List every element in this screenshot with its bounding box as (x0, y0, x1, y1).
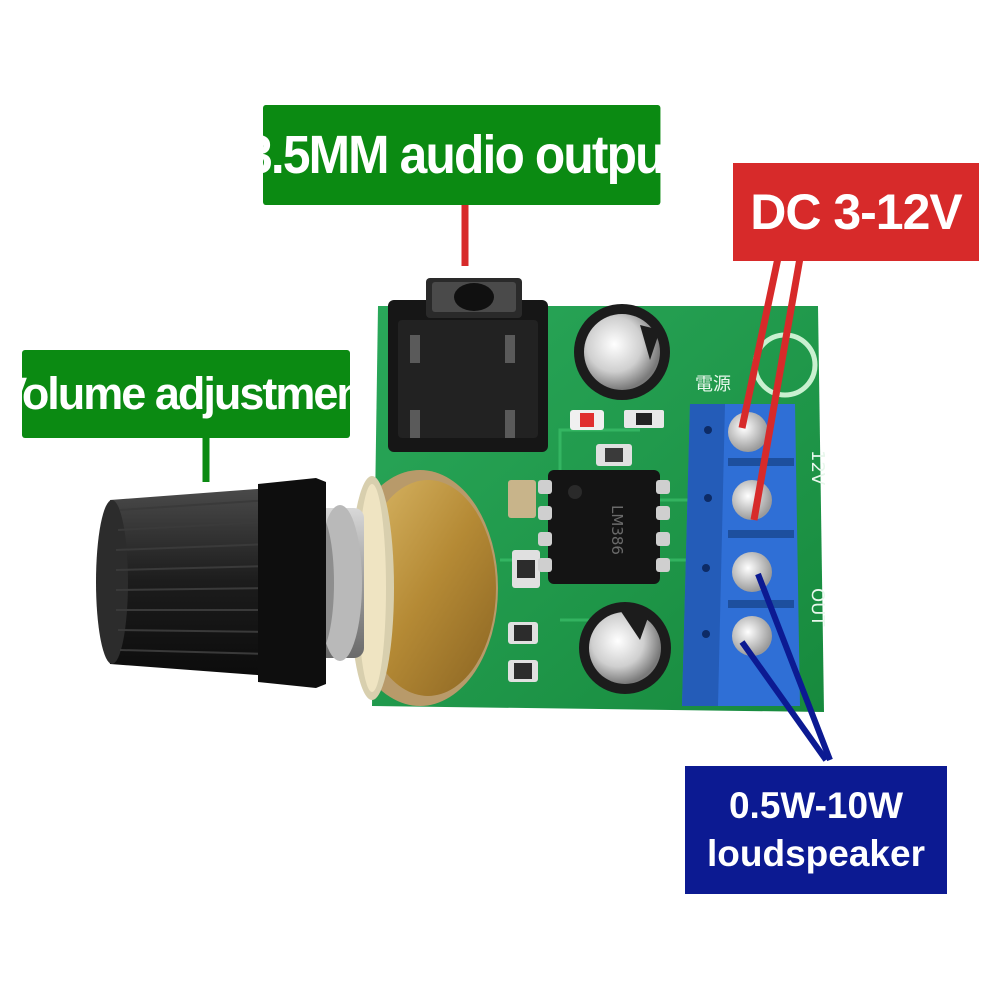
dc-voltage-label: DC 3-12V (733, 163, 979, 261)
volume-adjustment-label: Volume adjustment (0, 350, 377, 438)
loudspeaker-power-text: 0.5W-10W (728, 785, 903, 826)
audio-jack (388, 278, 548, 452)
loudspeaker-text: loudspeaker (707, 833, 925, 874)
audio-output-label: 3.5MM audio output (245, 105, 680, 205)
smd-components (508, 410, 664, 682)
connector-speaker-2 (739, 640, 829, 762)
amplifier-chip: LM386 (538, 470, 670, 584)
connector-speaker-1 (755, 572, 833, 762)
terminal-label-out: OUT (807, 588, 828, 627)
screw-terminal-block (682, 404, 800, 706)
connector-dc-1 (738, 257, 782, 429)
terminal-label-12v: 12V (807, 450, 828, 486)
chip-marking: LM386 (608, 505, 626, 555)
connector-dc-2 (750, 257, 804, 521)
loudspeaker-label: 0.5W-10W loudspeaker (685, 766, 947, 894)
potentiometer (342, 470, 498, 706)
volume-knob-icon (96, 478, 326, 688)
capacitor-top (574, 304, 670, 400)
capacitor-bottom (579, 602, 671, 694)
board-silk-power: 電源 (695, 374, 731, 395)
